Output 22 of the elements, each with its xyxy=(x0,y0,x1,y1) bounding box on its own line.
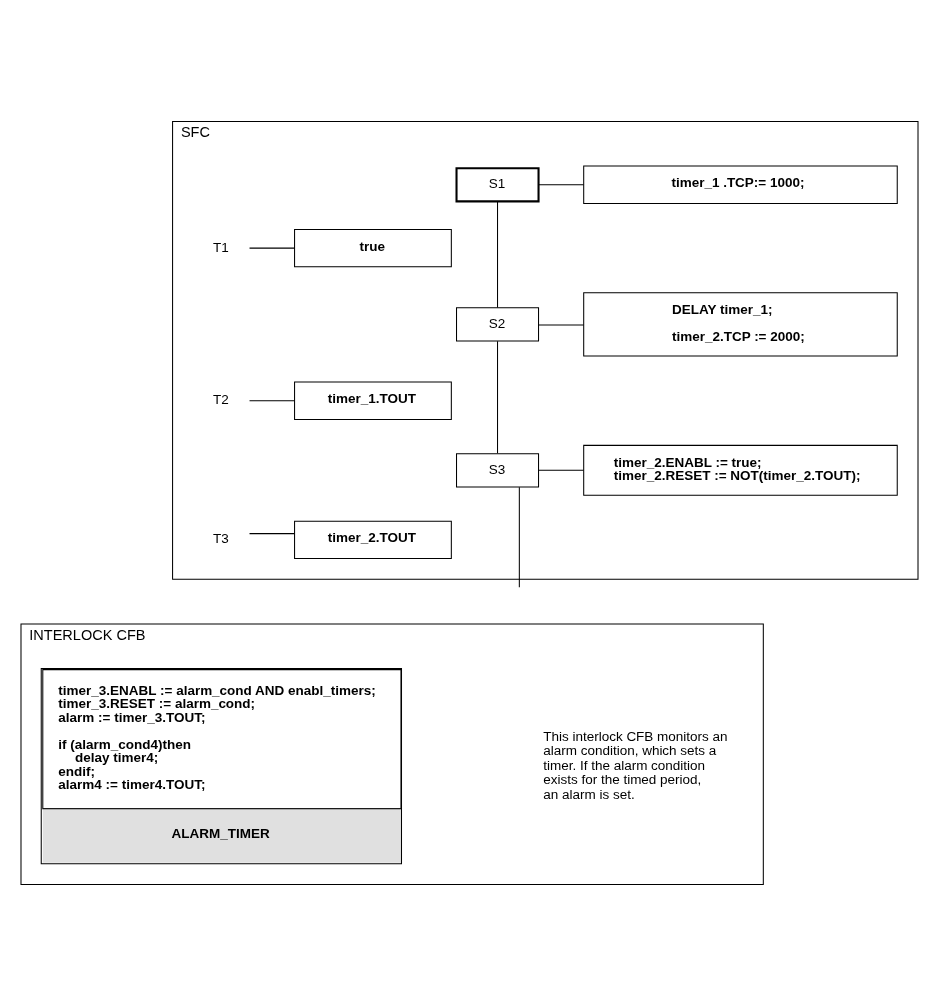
label: This interlock CFB monitors an alarm condition, which sets a timer. If the alarm condition exists for the timed period, an alarm is set. xyxy=(543,728,728,802)
connector xyxy=(538,469,585,471)
connector xyxy=(249,400,295,402)
node-text: T2 xyxy=(213,392,229,408)
connector xyxy=(497,340,499,454)
connector xyxy=(249,247,295,249)
node-box: timer_1 .TCP:= 1000; xyxy=(583,165,898,204)
node-text: T3 xyxy=(213,531,229,547)
node-box: S1 xyxy=(455,167,540,203)
node-box: timer_1.TOUT xyxy=(294,381,452,420)
node-box: timer_2.TOUT xyxy=(294,520,452,560)
node-box: S2 xyxy=(456,307,540,342)
node-text: T1 xyxy=(213,239,229,255)
connector xyxy=(249,533,295,535)
connector xyxy=(538,324,585,326)
connector xyxy=(538,184,585,186)
node-box: timer_2.ENABL := true; timer_2.RESET := NOT(timer_2.TOUT); xyxy=(583,444,898,496)
node-box: DELAY timer_1; timer_2.TCP := 2000; xyxy=(583,292,898,357)
node-box: true xyxy=(294,228,452,268)
node-box: S3 xyxy=(456,453,540,488)
connector xyxy=(497,201,499,309)
connector xyxy=(518,486,520,588)
